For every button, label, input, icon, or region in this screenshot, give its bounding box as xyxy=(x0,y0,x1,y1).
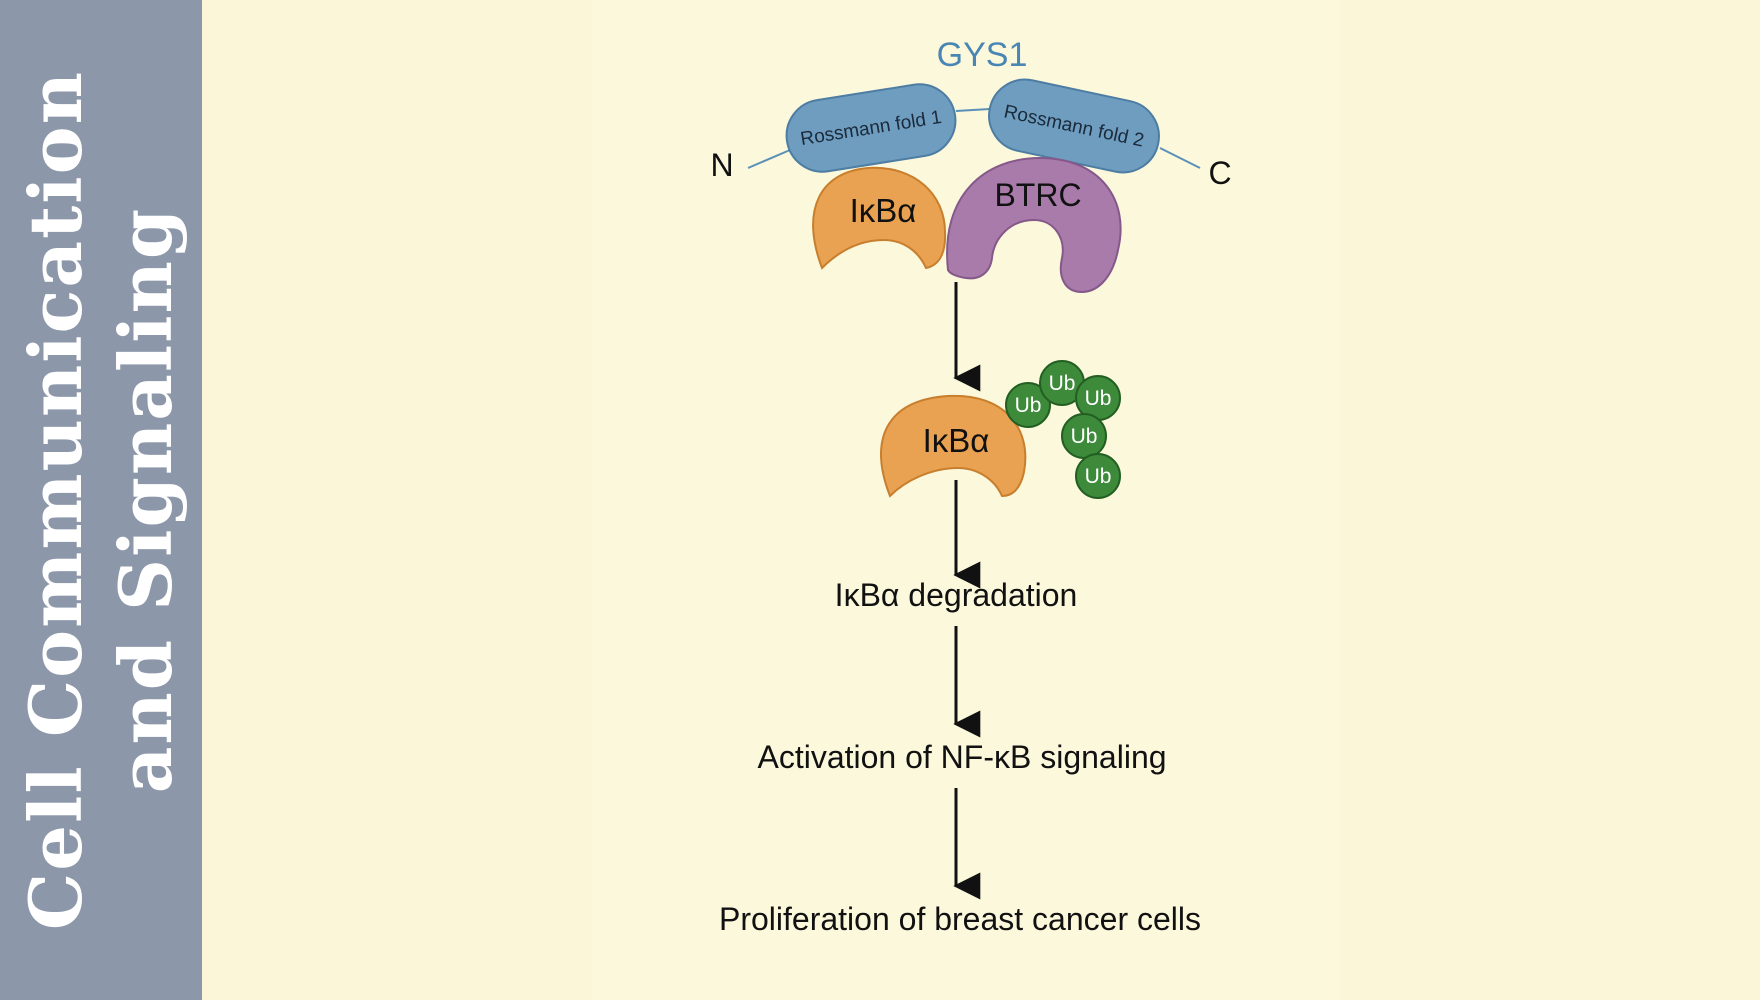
ub-5-label: Ub xyxy=(1085,465,1112,488)
ikba-protein: IκBα xyxy=(812,166,947,270)
ubiquitin-chain: Ub Ub Ub Ub Ub xyxy=(1005,360,1121,499)
gys1-backbone xyxy=(747,108,1201,169)
n-terminus-label: N xyxy=(710,147,733,183)
rossmann-fold-1: Rossmann fold 1 xyxy=(785,83,957,173)
ub-4: Ub xyxy=(1061,413,1107,459)
step-ikba-degradation: IκBα degradation xyxy=(835,577,1078,613)
rossmann-fold-2: Rossmann fold 2 xyxy=(988,78,1160,174)
ub-2-label: Ub xyxy=(1049,372,1076,395)
ub-1: Ub xyxy=(1005,382,1051,428)
step-proliferation: Proliferation of breast cancer cells xyxy=(719,901,1201,937)
ub-1-label: Ub xyxy=(1015,394,1042,417)
btrc-label: BTRC xyxy=(994,177,1081,213)
ub-3-label: Ub xyxy=(1085,387,1112,410)
btrc-protein: BTRC xyxy=(946,156,1122,294)
ikba-ubiquitinated: IκBα xyxy=(880,394,1027,498)
ub-5: Ub xyxy=(1075,453,1121,499)
figure-panel xyxy=(592,0,1340,1000)
c-terminus-label: C xyxy=(1208,155,1231,191)
ub-4-label: Ub xyxy=(1071,425,1098,448)
ikba-label: IκBα xyxy=(850,192,917,229)
ikba-ub-label: IκBα xyxy=(923,422,990,459)
ub-3: Ub xyxy=(1075,375,1121,421)
gys1-title: GYS1 xyxy=(937,36,1028,74)
step-nfkb-activation: Activation of NF-κB signaling xyxy=(757,739,1166,775)
journal-sidebar: Cell Communication and Signaling xyxy=(0,0,202,1000)
